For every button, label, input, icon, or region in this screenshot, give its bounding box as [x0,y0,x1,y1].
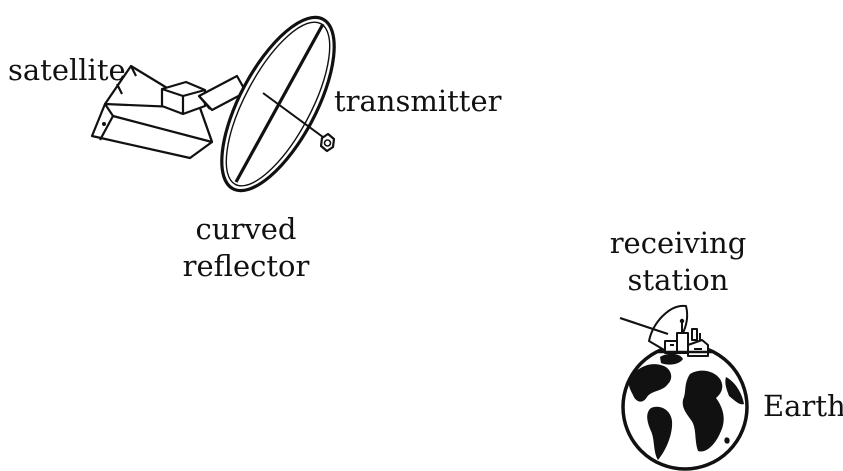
receiving-station-illustration [619,304,712,357]
receiving-station-label-line-1: receiving [609,226,747,260]
earth-illustration [619,304,749,471]
curved-reflector-dish [220,15,336,193]
transmitter-label: transmitter [334,84,502,118]
curved-reflector-label: curved reflector [183,211,310,285]
receiving-station-label: receiving station [610,225,747,299]
receiving-station-label-line-2: station [627,263,729,298]
satellite-label: satellite [8,53,126,87]
satellite-body [90,64,248,160]
curved-reflector-label-line-1: curved [195,212,297,246]
earth-label: Earth [763,389,843,423]
transmitter-feed [319,132,336,153]
earth-continents [628,353,744,460]
curved-reflector-label-line-2: reflector [182,249,310,284]
satellite-illustration [90,15,336,193]
